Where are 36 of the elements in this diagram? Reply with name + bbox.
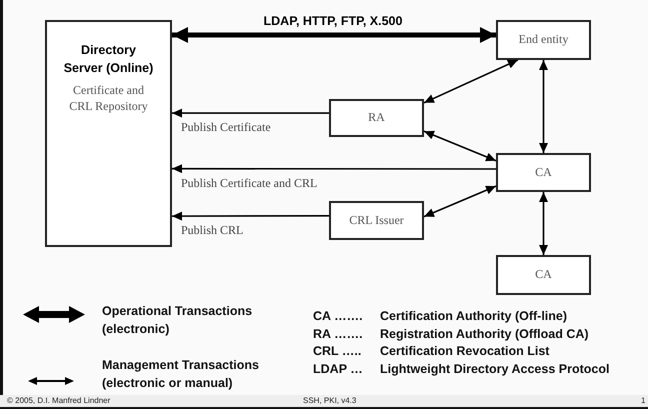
- page-number: 1: [641, 396, 646, 405]
- box-label: CA: [535, 267, 552, 283]
- arrow: [424, 185, 496, 218]
- arrow: [172, 108, 329, 118]
- box-label: CRL Issuer: [349, 212, 404, 228]
- entity-box: [496, 153, 591, 192]
- thick-arrow: [172, 26, 496, 43]
- entity-box: [496, 20, 591, 60]
- legend-text: Management Transactions (electronic or manual): [102, 357, 260, 392]
- arrow: [424, 59, 518, 104]
- abbreviation-definition: Certification Authority (Off-line): [380, 309, 568, 323]
- box-label: Certificate and CRL Repository: [68, 83, 149, 114]
- box-label: CA: [535, 164, 552, 180]
- legend-text: Operational Transactions (electronic): [102, 303, 254, 338]
- entity-box: [496, 255, 591, 295]
- copyright-note: © 2005, D.I. Manfred Lindner: [7, 396, 110, 405]
- entity-box: [329, 201, 424, 240]
- entity-box: [329, 99, 424, 137]
- edge-label: LDAP, HTTP, FTP, X.500: [262, 14, 404, 28]
- arrow: [539, 192, 548, 255]
- box-label: End entity: [518, 32, 568, 48]
- footer-text: SSH, PKI, v4.3: [303, 396, 356, 405]
- abbreviation: LDAP …: [313, 362, 363, 376]
- abbreviation-definition: Lightweight Directory Access Protocol: [380, 362, 610, 376]
- abbreviation: CRL …..: [313, 344, 362, 358]
- box-heading: Directory Server (Online): [64, 42, 154, 77]
- arrow: [172, 212, 329, 221]
- abbreviation: CA …….: [313, 309, 363, 323]
- abbreviation-definition: Certification Revocation List: [380, 344, 550, 358]
- arrow: [424, 130, 496, 162]
- box-label: RA: [368, 110, 385, 126]
- abbreviation: RA …….: [313, 326, 363, 341]
- abbreviation-definition: Registration Authority (Offload CA): [380, 326, 589, 341]
- server-box: [45, 20, 172, 247]
- arrow: [539, 60, 548, 153]
- arrow: [172, 164, 496, 174]
